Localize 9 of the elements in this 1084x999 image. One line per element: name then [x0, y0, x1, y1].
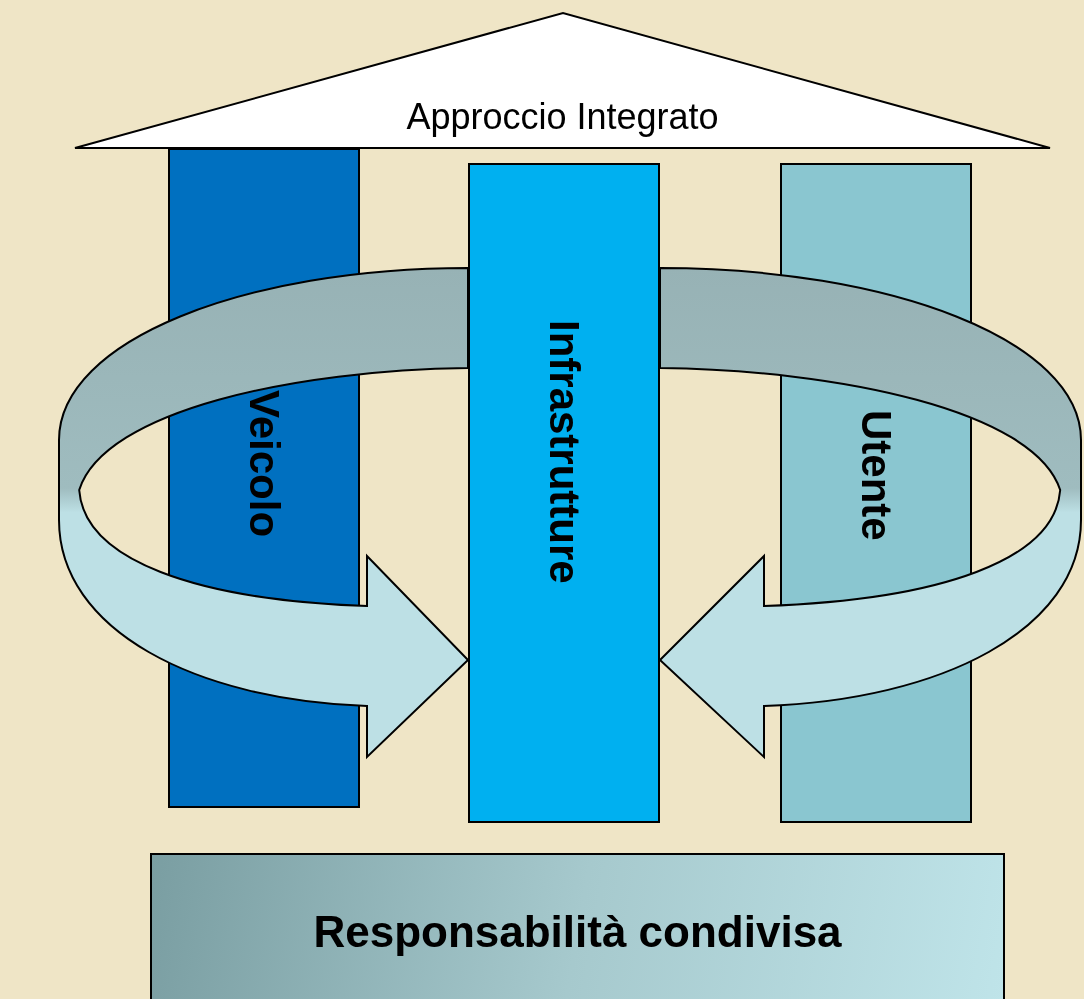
pillar-label: Veicolo [240, 390, 288, 538]
curved-arrow [659, 267, 1082, 758]
pillar-label: Utente [852, 410, 900, 541]
pillar-label: Infrastrutture [540, 320, 588, 584]
pillar [468, 163, 660, 823]
curved-arrow [58, 267, 469, 758]
foundation-label: Responsabilità condivisa [313, 907, 842, 957]
foundation-block [150, 853, 1005, 999]
roof-label: Approccio Integrato [406, 96, 719, 138]
